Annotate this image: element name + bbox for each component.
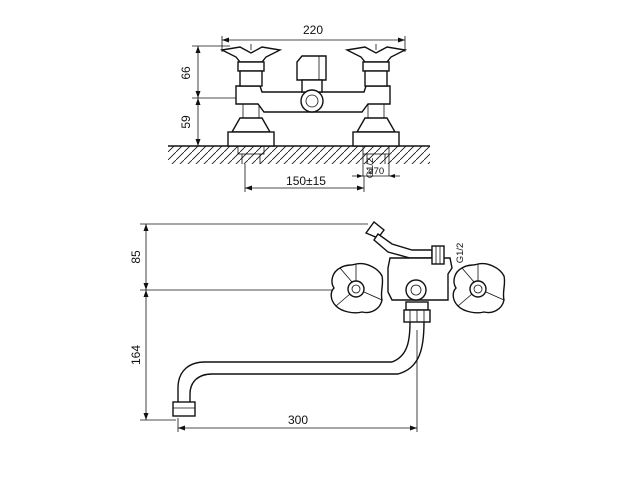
dim-height-lower: 164 [129, 345, 143, 365]
thread-labels-top: G1/2 ø70 [352, 154, 400, 178]
dim-height-upper: 85 [129, 250, 143, 264]
left-cross-handle [219, 44, 283, 87]
dim-width-total: 220 [303, 23, 323, 37]
diverter-lever [364, 220, 433, 259]
side-elevation-view: 85 164 G1/2 [129, 220, 506, 432]
front-elevation-view: 220 66 59 G1/2 ø70 150±15 [168, 23, 430, 192]
dimension-spacing: 150±15 [244, 164, 365, 192]
thread-size-side: G1/2 [455, 243, 466, 264]
right-fitting [352, 100, 400, 164]
diameter-label: ø70 [368, 166, 384, 177]
spout-tube [172, 321, 425, 417]
left-star-handle [330, 262, 384, 314]
mixer-body [235, 55, 391, 113]
wall-hatch [168, 146, 430, 164]
spout-nut [403, 301, 431, 323]
dim-height-handles: 66 [179, 66, 193, 80]
thread-size-top: G1/2 [365, 158, 376, 179]
dim-height-body: 59 [179, 115, 193, 129]
right-cross-handle [344, 44, 408, 87]
dimension-300: 300 [177, 330, 418, 432]
dim-spout-length: 300 [288, 413, 308, 427]
right-star-handle [452, 262, 506, 314]
dim-spacing: 150±15 [286, 174, 326, 188]
dimension-66-59: 66 59 [179, 45, 236, 147]
side-body: G1/2 [387, 243, 466, 301]
dimension-220: 220 [221, 23, 406, 52]
